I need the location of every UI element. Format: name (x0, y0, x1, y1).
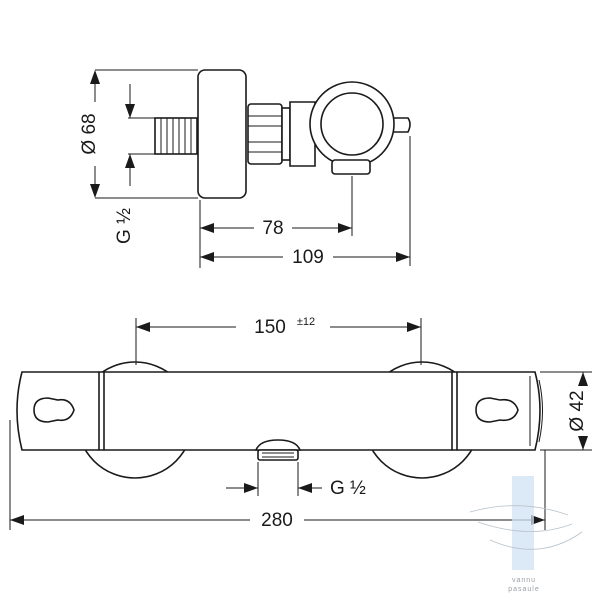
side-thread-label: G ½ (114, 208, 135, 244)
dim-front-outlet-thread: G ½ (226, 462, 366, 499)
front-length-label: 280 (261, 510, 293, 531)
front-centers-tolerance: ±12 (297, 316, 315, 328)
watermark-bar (512, 476, 534, 570)
dim-front-diameter: Ø 42 (540, 371, 592, 451)
dim-side-depth-outer: 109 (200, 136, 411, 268)
watermark-line1: vannu (512, 577, 536, 584)
watermark: vannu pasaule (469, 476, 583, 593)
front-outlet (254, 439, 302, 461)
side-depth-inner-label: 78 (262, 218, 283, 239)
side-view: Ø 68 G ½ 78 109 (79, 69, 411, 268)
dim-side-diameter: Ø 68 (79, 69, 198, 199)
front-centers-label: 150 (254, 317, 286, 338)
side-depth-outer-label: 109 (292, 247, 324, 268)
watermark-line2: pasaule (508, 586, 540, 593)
front-bar-body (16, 371, 543, 451)
side-wall-plate (197, 69, 247, 199)
side-hex-nut (247, 103, 291, 165)
dim-front-centers: 150 ±12 (135, 316, 422, 365)
front-view: 150 ±12 Ø 42 G ½ (9, 316, 592, 531)
dim-side-thread: G ½ (114, 84, 155, 244)
side-valve-body (289, 81, 411, 175)
side-thread-connector (154, 117, 198, 155)
front-grip-right (475, 397, 519, 423)
front-outlet-thread-label: G ½ (330, 478, 366, 499)
front-grip-left (33, 397, 75, 423)
dim-side-depth-inner: 78 (199, 176, 353, 268)
side-diameter-label: Ø 68 (79, 113, 100, 154)
front-diameter-label: Ø 42 (567, 390, 588, 431)
dim-front-length: 280 (9, 420, 546, 531)
